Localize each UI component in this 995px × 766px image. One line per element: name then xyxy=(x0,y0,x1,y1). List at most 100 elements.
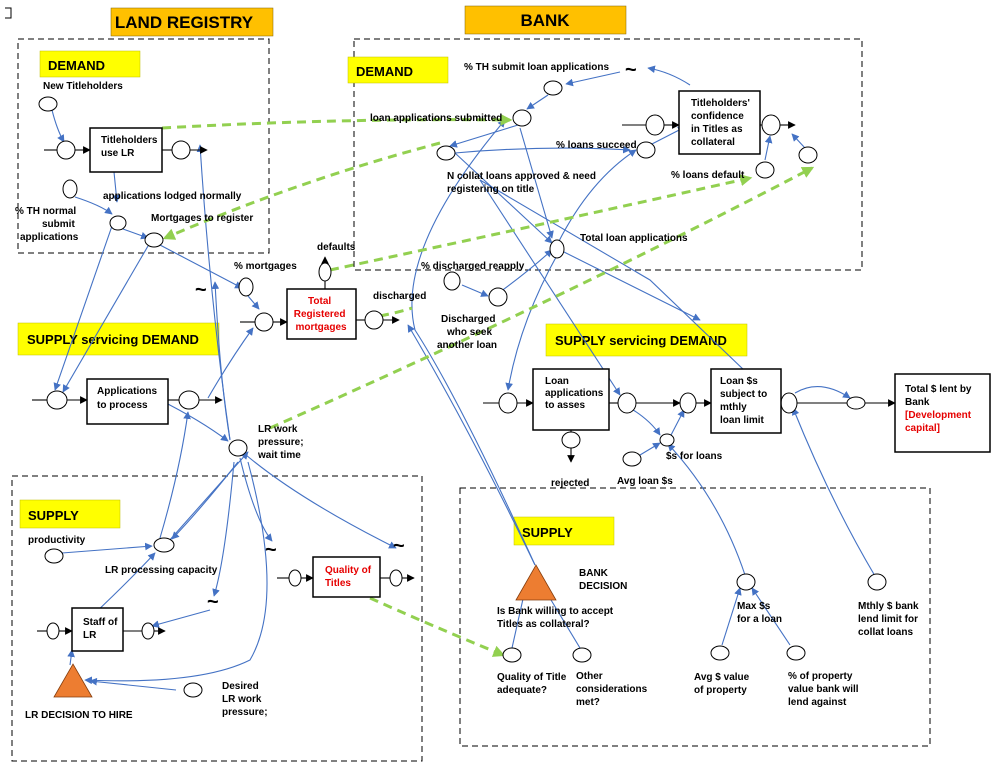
stock-total-lent-label: Total $ lent by Bank xyxy=(905,384,974,408)
aux-pct-loans-succeed xyxy=(636,141,656,159)
stock-total-registered-mortgages-label: Total Registered mortgages xyxy=(294,296,348,333)
valve-assess-out xyxy=(617,392,637,414)
aux-quality-adequate xyxy=(502,647,522,663)
valve-discharged-seek xyxy=(488,287,508,307)
connector-loans-to-dollars xyxy=(629,407,661,436)
label-demand-lr: DEMAND xyxy=(48,58,105,73)
stocks: Titleholders use LR Total Registered mor… xyxy=(71,90,991,652)
aux-applications-lodged xyxy=(109,215,127,231)
connector-pressure-to-staff-delay xyxy=(212,461,235,597)
connector-productivity xyxy=(61,542,153,554)
stock-loan-applications-to-asses-label: Loan applications to asses xyxy=(545,376,606,411)
header-bank-bg xyxy=(464,5,627,35)
valve-confidence-out xyxy=(761,114,781,136)
label-supply-servicing-bank-bg xyxy=(545,323,748,357)
label-pct-discharged-reapply: % discharged reapply xyxy=(421,261,525,272)
connector-staff-to-capacity xyxy=(93,552,156,615)
connector-pct-value-to-max xyxy=(751,587,791,646)
aux-mortgages-to-register xyxy=(144,232,164,248)
connector-decision-to-applications xyxy=(411,119,536,566)
valve-staff-in xyxy=(46,622,60,640)
stock-applications-to-process xyxy=(86,378,169,425)
aux-n-collat-loans xyxy=(436,145,456,161)
label-other-considerations: Other considerations met? xyxy=(576,671,650,708)
stock-total-registered-mortgages xyxy=(286,288,357,340)
connector-delay-to-staff xyxy=(151,609,211,628)
label-supply-servicing-lr-bg xyxy=(17,322,220,356)
label-applications-lodged-normally: applications lodged normally xyxy=(103,191,242,202)
connectors xyxy=(51,65,876,691)
link-defaults-to-pct-default xyxy=(329,174,753,272)
label-pct-loans-succeed: % loans succeed xyxy=(556,140,637,151)
connector-pct-to-valve xyxy=(247,295,260,310)
connector-reapply-to-discharged xyxy=(461,284,489,297)
connector-desired-to-hire xyxy=(89,677,177,691)
delay-symbol-5: ~ xyxy=(207,591,219,613)
corner-bracket xyxy=(5,7,12,19)
connector-avg-loan-to-dollars xyxy=(639,442,661,456)
stock-total-lent-red-label: [Development capital] xyxy=(905,410,974,434)
label-n-collat-loans: N collat loans approved & need registeri… xyxy=(447,171,599,195)
valve-titleholders-in xyxy=(56,140,76,160)
stock-titleholders-confidence xyxy=(678,90,761,155)
aux-lr-work-pressure xyxy=(228,439,248,457)
connector-total-to-assess xyxy=(505,249,561,391)
aux-mthly-lend-limit xyxy=(867,573,887,591)
link-quality-to-adequate xyxy=(369,596,506,657)
aux-lr-processing-capacity xyxy=(153,537,175,553)
label-mthly-bank-lend-limit: Mthly $ bank lend limit for collat loans xyxy=(858,601,921,638)
stock-quality-of-titles-label: Quality of Titles xyxy=(325,565,374,589)
stock-quality-of-titles xyxy=(312,556,381,598)
connector-mortgages-to-pct xyxy=(159,244,243,289)
frame-lr-supply xyxy=(11,475,423,762)
label-mortgages-to-register: Mortgages to register xyxy=(151,213,253,224)
stock-total-lent-by-bank xyxy=(894,373,991,453)
stock-titleholders-use-lr-label: Titleholders use LR xyxy=(101,135,160,159)
valve-discharged xyxy=(364,310,384,330)
connector-lodged-to-mortgages xyxy=(122,228,149,240)
label-lr-processing-capacity: LR processing capacity xyxy=(105,565,218,576)
connector-total-to-bank-supply xyxy=(559,249,701,321)
valve-apps-in xyxy=(46,390,68,410)
aux-total-loan-applications xyxy=(549,239,565,259)
label-supply-servicing-bank: SUPPLY servicing DEMAND xyxy=(555,333,727,348)
connector-decision-to-discharged xyxy=(407,324,536,566)
flow-valves xyxy=(46,114,866,640)
label-new-titleholders: New Titleholders xyxy=(43,81,123,92)
connector-collat-to-subject xyxy=(479,179,771,396)
connector-applications-to-total xyxy=(519,127,554,239)
stock-loan-subject-to-limit xyxy=(710,368,782,434)
link-pressure-to-confidence xyxy=(269,166,815,430)
label-demand-lr-bg xyxy=(39,50,141,78)
valve-quality-out xyxy=(389,569,403,587)
label-dollars-for-loans: $s for loans xyxy=(666,451,723,462)
label-discharged: discharged xyxy=(373,291,426,302)
connector-collat-to-loan-valve xyxy=(479,179,621,396)
label-pct-mortgages: % mortgages xyxy=(234,261,297,272)
label-pct-loans-default: % loans default xyxy=(671,170,745,181)
label-defaults: defaults xyxy=(317,242,356,253)
connector-collat-to-total xyxy=(454,152,553,244)
aux-pct-loans-default xyxy=(755,161,775,179)
connector-avg-value-to-max xyxy=(721,587,742,646)
link-discharged-dash xyxy=(379,306,413,318)
aux-desired-pressure xyxy=(183,682,203,698)
valve-apps-out xyxy=(178,390,200,410)
bank-decision-triangle xyxy=(515,564,557,601)
header-land-registry-bg xyxy=(110,7,274,37)
connector-total-to-succeed xyxy=(557,149,637,244)
connector-mortgages-to-apps xyxy=(62,245,149,393)
connector-default-to-confidence xyxy=(764,135,773,161)
label-th-normal-submit: % TH normal submit applications xyxy=(15,206,79,243)
connector-max-to-dollars xyxy=(667,443,746,576)
connector-apps-to-mortgages xyxy=(207,327,254,399)
connector-new-titleholders xyxy=(51,109,65,143)
frame-bank-supply xyxy=(459,487,931,747)
frame-bank-demand xyxy=(353,38,863,271)
valve-total-lent-in xyxy=(846,396,866,410)
label-total-loan-applications: Total loan applications xyxy=(580,233,688,244)
stock-staff-of-lr-label: Staff of LR xyxy=(83,617,120,641)
aux-right-cloud xyxy=(798,146,818,164)
label-rejected: rejected xyxy=(551,478,589,489)
